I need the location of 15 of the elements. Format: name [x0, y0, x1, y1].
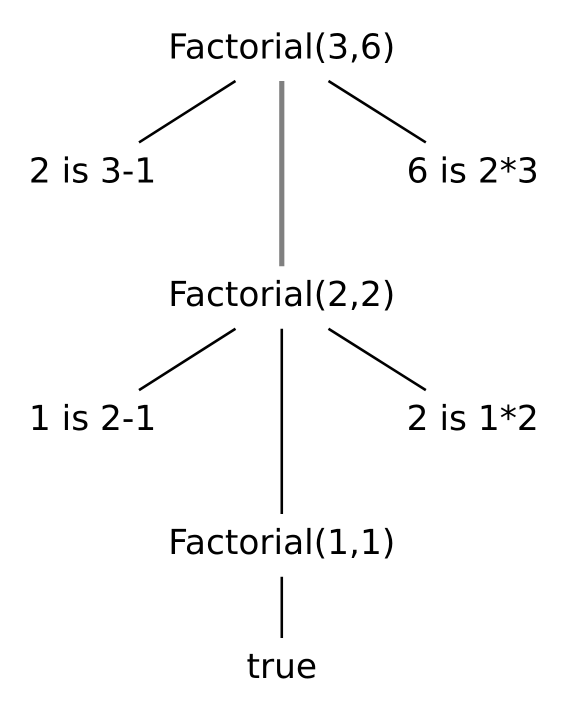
node-text: Factorial(2,2) [168, 275, 396, 316]
connector [328, 328, 427, 392]
node-text: 2 is 1*2 [406, 399, 539, 440]
node-text: Factorial(1,1) [168, 522, 396, 563]
node-text: Factorial(3,6) [168, 27, 396, 68]
node-text: 1 is 2-1 [28, 399, 156, 440]
node-text: true [246, 646, 318, 687]
connector [328, 80, 427, 144]
connector [138, 80, 236, 144]
node-text: 6 is 2*3 [406, 151, 539, 192]
connector [280, 328, 284, 514]
connector [138, 328, 236, 392]
node-text: 2 is 3-1 [28, 151, 156, 192]
connector [280, 576, 284, 638]
connector [279, 81, 284, 266]
